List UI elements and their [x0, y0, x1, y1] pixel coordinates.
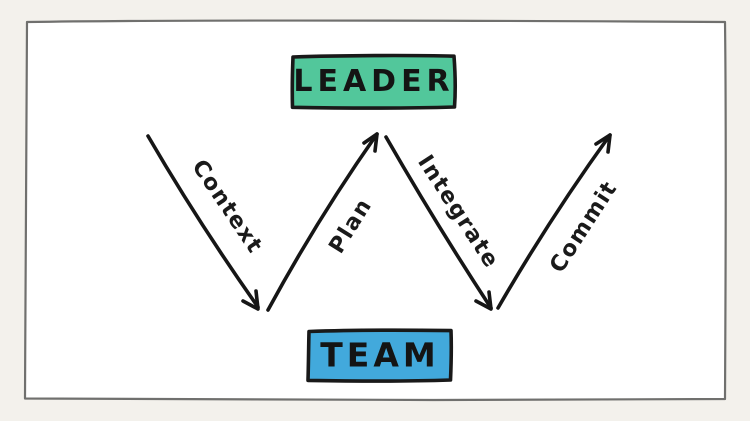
- team-node-box: [306, 328, 454, 383]
- arrowhead-down-icon: [474, 290, 493, 311]
- arrowhead-up-icon: [594, 133, 612, 154]
- paper-frame: [23, 19, 727, 402]
- arrowhead-up-icon: [362, 132, 379, 153]
- edge-plan-arrow: [266, 132, 379, 312]
- team-node-label: TEAM: [320, 335, 440, 375]
- edge-integrate-arrow: [384, 135, 493, 311]
- edge-context-arrow: [146, 134, 260, 311]
- arrowhead-down-icon: [241, 289, 260, 311]
- leader-node-box: [290, 53, 457, 110]
- leader-node-label: LEADER: [293, 63, 455, 99]
- edge-commit-arrow: [496, 133, 612, 310]
